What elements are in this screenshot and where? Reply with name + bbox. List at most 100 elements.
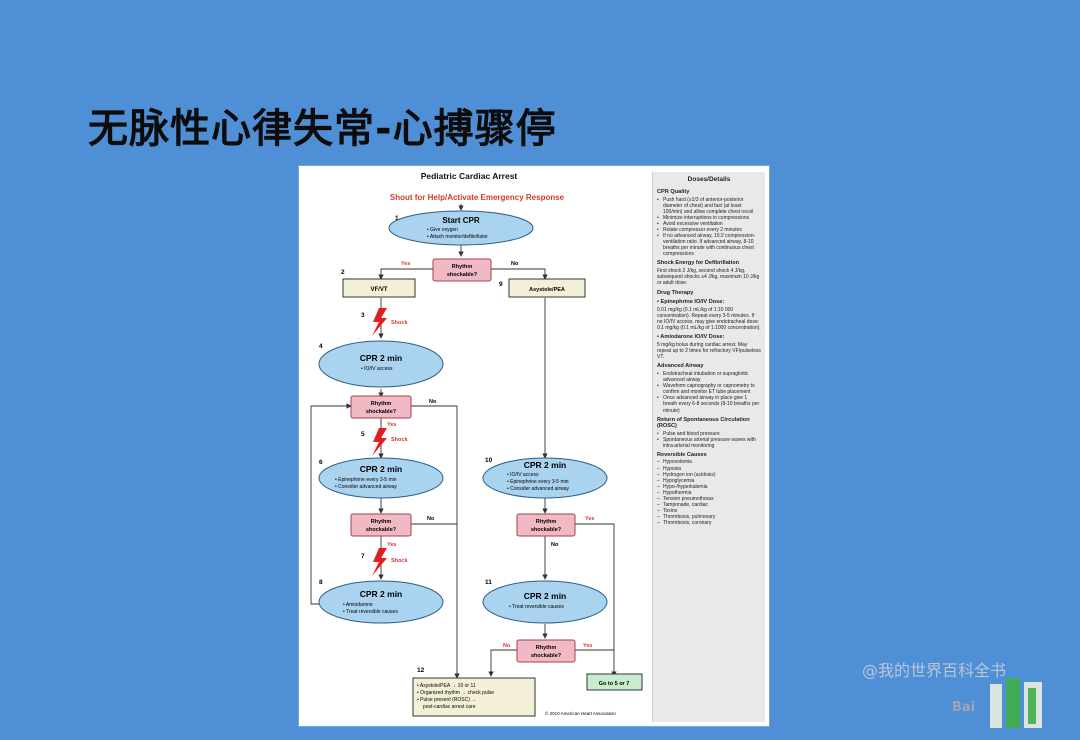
decision-1-yes: Yes (401, 261, 410, 267)
final-line2: • Organized rhythm → check pulse (417, 690, 494, 696)
shock-energy-text: First shock 2 J/kg, second shock 4 J/kg,… (657, 267, 760, 287)
cpr-node-11-line1: • Treat reversible causes (509, 604, 564, 610)
decision-5 (516, 639, 576, 663)
list-item: Hydrogen ion (acidosis) (657, 472, 762, 478)
cpr-node-10-line1: • IO/IV access (507, 472, 539, 478)
list-item: Tamponade, cardiac (657, 502, 762, 508)
vfvt-box (342, 278, 416, 298)
cpr-node-8 (318, 580, 444, 624)
goto-box (586, 673, 643, 691)
decision-1-line1: Rhythm (452, 264, 473, 270)
cpr-node-6-line1: • Epinephrine every 3-5 min (335, 477, 397, 483)
watermark-text: @我的世界百科全书 (862, 661, 1007, 680)
shock-energy-heading: Shock Energy for Defibrillation (657, 260, 740, 267)
cpr-quality-list: Push hard (≥1/3 of anterior-posterior di… (657, 197, 762, 258)
decision-2 (350, 395, 412, 419)
list-item: Push hard (≥1/3 of anterior-posterior di… (657, 197, 762, 215)
final-line4: post-cardiac arrest care (423, 704, 476, 710)
step-number-2: 2 (341, 269, 345, 276)
reversible-causes-list: Hypovolemia Hypoxia Hydrogen ion (acidos… (657, 459, 762, 526)
start-cpr-line1: • Give oxygen (427, 227, 458, 233)
cpr-node-8-line1: • Amiodarone (343, 602, 373, 608)
decision-2-yes: Yes (387, 422, 396, 428)
cpr-node-6-title: CPR 2 min (360, 464, 403, 474)
decision-4-no: No (551, 542, 559, 548)
list-item: Hypothermia (657, 490, 762, 496)
step-number-6: 6 (319, 459, 323, 466)
step-number-3: 3 (361, 312, 365, 319)
step-number-11: 11 (485, 579, 492, 586)
list-item: Endotracheal intubation or supraglottic … (657, 371, 762, 383)
step-number-12: 12 (417, 667, 425, 674)
algorithm-figure: Pediatric Cardiac Arrest Shout for Help/… (298, 165, 770, 727)
advanced-airway-list: Endotracheal intubation or supraglottic … (657, 371, 762, 414)
step-number-10: 10 (485, 457, 493, 464)
list-item: Waveform capnography or capnometry to co… (657, 383, 762, 395)
figure-subtitle: Shout for Help/Activate Emergency Respon… (390, 193, 565, 202)
list-item: Minimize interruptions in compressions (657, 215, 762, 221)
vfvt-label: VF/VT (370, 287, 387, 293)
epinephrine-text: 0.01 mg/kg (0.1 mL/kg of 1:10 000 concen… (657, 306, 761, 332)
cpr-node-11-title: CPR 2 min (524, 591, 567, 601)
decision-3-no: No (427, 516, 435, 522)
figure-copyright: © 2010 American Heart Association (545, 710, 616, 716)
step-number-9: 9 (499, 281, 503, 288)
cpr-node-4 (318, 340, 444, 388)
cpr-node-10-title: CPR 2 min (524, 460, 567, 470)
cpr-node-10-line3: • Consider advanced airway (507, 486, 570, 492)
list-item: Thrombosis, coronary (657, 520, 762, 526)
rosc-heading: Return of Spontaneous Circulation (ROSC) (657, 416, 750, 430)
amiodarone-heading: • Amiodarone IO/IV Dose: (657, 334, 725, 341)
reversible-causes-heading: Reversible Causes (657, 451, 707, 458)
cpr-node-10-line2: • Epinephrine every 3-5 min (507, 479, 569, 485)
list-item: Thrombosis, pulmonary (657, 514, 762, 520)
shock-bolt-icon-3 (372, 308, 387, 336)
flowchart: Pediatric Cardiac Arrest Shout for Help/… (310, 171, 643, 717)
list-item: Once advanced airway in place give 1 bre… (657, 395, 762, 413)
final-line1: • Asystole/PEA → 10 or 11 (417, 683, 476, 689)
slide-title: 无脉性心律失常-心搏骤停 (88, 106, 557, 152)
drug-therapy-heading: Drug Therapy (657, 289, 694, 296)
decision-2-line1: Rhythm (371, 401, 392, 407)
step-number-7: 7 (361, 553, 365, 560)
decision-5-no: No (503, 643, 511, 649)
decision-1-line2: shockable? (447, 272, 478, 278)
list-item: Hypo-/hyperkalemia (657, 484, 762, 490)
final-line3: • Pulse present (ROSC) → (417, 697, 476, 703)
cpr-node-4-title: CPR 2 min (360, 353, 403, 363)
start-cpr-line2: • Attach monitor/defibrillator (427, 234, 488, 240)
shock-bolt-icon-5 (372, 428, 387, 456)
cpr-node-8-line2: • Treat reversible causes (343, 609, 398, 615)
watermark-logo-text: Bai (952, 700, 976, 715)
shock-label-3: Shock (391, 320, 408, 326)
asystole-label: Asystole/PEA (529, 287, 565, 293)
decision-1 (432, 258, 492, 282)
decision-4-line1: Rhythm (536, 519, 557, 525)
decision-4-yes: Yes (585, 516, 594, 522)
final-box (412, 677, 536, 717)
cpr-node-11 (482, 580, 608, 624)
cpr-node-10 (482, 457, 608, 499)
decision-3 (350, 513, 412, 537)
list-item: If no advanced airway, 15:2 compression-… (657, 233, 762, 257)
list-item: Spontaneous arterial pressure waves with… (657, 437, 762, 449)
start-cpr-node (388, 210, 534, 246)
shock-label-5: Shock (391, 437, 408, 443)
advanced-airway-heading: Advanced Airway (657, 363, 704, 370)
list-item: Tension pneumothorax (657, 496, 762, 502)
shock-bolt-icon-7 (372, 548, 387, 576)
rosc-list: Pulse and blood pressure Spontaneous art… (657, 431, 762, 449)
decision-5-yes: Yes (583, 643, 592, 649)
figure-title: Pediatric Cardiac Arrest (421, 171, 518, 181)
decision-2-line2: shockable? (366, 409, 397, 415)
epinephrine-heading: • Epinephrine IO/IV Dose: (657, 299, 725, 306)
cpr-node-8-title: CPR 2 min (360, 589, 403, 599)
decision-4 (516, 513, 576, 537)
decision-3-line2: shockable? (366, 527, 397, 533)
start-cpr-title: Start CPR (442, 216, 480, 225)
decision-5-line2: shockable? (531, 653, 562, 659)
sidebar-title: Doses/Details (687, 176, 731, 183)
list-item: Toxins (657, 508, 762, 514)
goto-label: Go to 5 or 7 (599, 681, 630, 687)
list-item: Hypoxia (657, 466, 762, 472)
